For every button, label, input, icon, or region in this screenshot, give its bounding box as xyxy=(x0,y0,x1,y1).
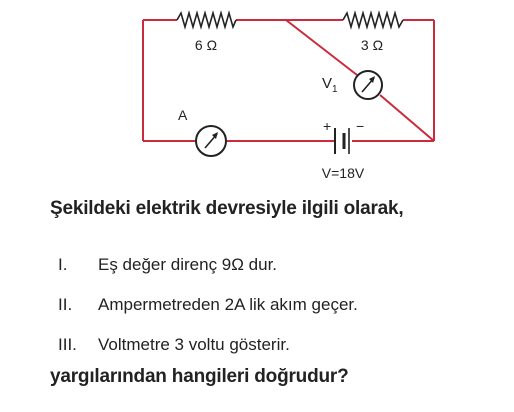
resistor-6-ohm xyxy=(176,10,237,30)
statement-text: Eş değer direnç 9Ω dur. xyxy=(98,255,278,274)
ammeter-arrowhead-icon xyxy=(212,132,218,139)
battery-minus-label: − xyxy=(356,118,364,134)
resistor-3-ohm xyxy=(342,10,404,30)
circuit-wires xyxy=(142,19,435,142)
voltmeter xyxy=(353,70,383,100)
battery-voltage-label: V=18V xyxy=(322,165,365,181)
question-prompt: yargılarından hangileri doğrudur? xyxy=(50,366,349,387)
statement-number: II. xyxy=(58,295,73,314)
wire-diagonal-upper xyxy=(285,19,358,76)
statement-text: Voltmetre 3 voltu gösterir. xyxy=(98,335,290,354)
ammeter-label: A xyxy=(178,107,188,123)
resistor-right-label: 3 Ω xyxy=(361,37,383,53)
wire-diagonal-lower xyxy=(379,94,435,142)
voltmeter-subscript: 1 xyxy=(332,84,338,95)
voltmeter-arrowhead-icon xyxy=(369,76,375,83)
voltmeter-letter: V xyxy=(322,75,332,92)
statement-number: III. xyxy=(58,335,77,354)
statement-list: I. Eş değer direnç 9Ω dur. II. Ampermetred… xyxy=(58,252,358,372)
statement-item: II. Ampermetreden 2A lik akım geçer. xyxy=(58,292,358,332)
statement-item: I. Eş değer direnç 9Ω dur. xyxy=(58,252,358,292)
question-intro: Şekildeki elektrik devresiyle ilgili ola… xyxy=(50,198,404,219)
statement-number: I. xyxy=(58,255,68,274)
ammeter xyxy=(195,125,227,157)
battery-plus-label: + xyxy=(323,118,331,134)
statement-item: III. Voltmetre 3 voltu gösterir. xyxy=(58,332,358,372)
voltmeter-label: V1 xyxy=(322,75,338,95)
circuit-diagram: 6 Ω 3 Ω V1 A + − V=18V xyxy=(142,10,435,181)
resistor-left-label: 6 Ω xyxy=(195,37,217,53)
statement-text: Ampermetreden 2A lik akım geçer. xyxy=(98,295,358,314)
battery xyxy=(334,128,350,154)
